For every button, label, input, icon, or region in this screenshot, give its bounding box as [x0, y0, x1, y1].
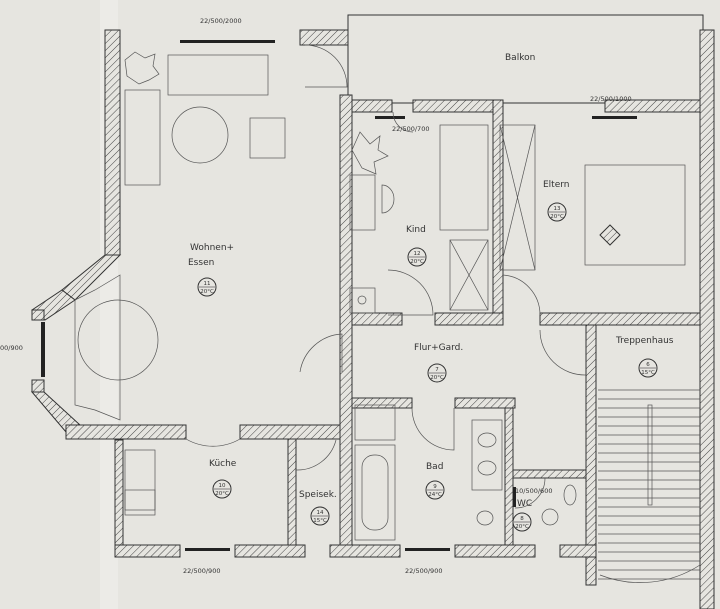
room-temperature: 15°C: [641, 370, 655, 376]
room-number: 13: [554, 206, 561, 212]
room-number: 10: [219, 483, 226, 489]
window-label: 22/500/1000: [590, 95, 632, 103]
window-label: 00/900: [0, 344, 23, 352]
room-label-bad: Bad: [426, 462, 443, 472]
room-temp-badge-flur: 7 20°C: [427, 363, 447, 383]
room-temp-badge-wohnen: 11 20°C: [197, 277, 217, 297]
doors: [185, 44, 587, 509]
room-number: 14: [317, 510, 324, 516]
room-temperature: 20°C: [430, 375, 444, 381]
room-label-kind: Kind: [406, 225, 426, 235]
badge-circle: [547, 202, 567, 222]
room-temperature: 15°C: [313, 518, 327, 524]
room-number: 12: [414, 251, 421, 257]
badge-circle: [638, 358, 658, 378]
badge-circle: [212, 479, 232, 499]
room-label-treppenhaus: Treppenhaus: [615, 336, 674, 346]
room-number: 11: [204, 281, 211, 287]
room-number: 9: [433, 484, 437, 490]
windows: [41, 40, 637, 551]
staircase: [598, 389, 700, 580]
room-label-flur: Flur+Gard.: [414, 343, 463, 353]
room-label-essen: Essen: [188, 258, 214, 268]
room-temperature: 20°C: [550, 214, 564, 220]
room-temperature: 20°C: [200, 289, 214, 295]
room-temp-badge-kind: 12 20°C: [407, 247, 427, 267]
badge-circle: [425, 480, 445, 500]
room-label-balkon: Balkon: [505, 53, 535, 63]
window-label: 22/500/900: [405, 567, 442, 575]
room-temp-badge-kueche: 10 20°C: [212, 479, 232, 499]
badge-circle: [427, 363, 447, 383]
temperature-badges: 11 20°C 12 20°C 13 20°C 7 20°C 6 15°C 10 20°C 14 15°C…: [197, 202, 658, 532]
window-label: 22/500/700: [392, 125, 429, 133]
room-temp-badge-wc: 8 20°C: [512, 512, 532, 532]
badge-circle: [197, 277, 217, 297]
room-label-wohnen: Wohnen+: [190, 243, 234, 253]
bay-seating: [74, 274, 159, 421]
badge-circle: [310, 506, 330, 526]
room-label-eltern: Eltern: [543, 180, 570, 190]
room-label-wc: WC: [517, 499, 532, 509]
room-temperature: 20°C: [215, 491, 229, 497]
room-temp-badge-eltern: 13 20°C: [547, 202, 567, 222]
window-label: 22/500/900: [183, 567, 220, 575]
window-label: 22/500/2000: [200, 17, 242, 25]
walls: [30, 29, 715, 609]
room-number: 8: [520, 516, 524, 522]
room-temperature: 20°C: [410, 259, 424, 265]
stair-handrail: [647, 404, 653, 506]
room-temp-badge-treppenhaus: 6 15°C: [638, 358, 658, 378]
room-label-kueche: Küche: [209, 459, 237, 469]
furniture: [124, 51, 686, 541]
room-temp-badge-speisek: 14 15°C: [310, 506, 330, 526]
room-temp-badge-bad: 9 24°C: [425, 480, 445, 500]
stair-curve: [599, 564, 701, 583]
badge-circle: [512, 512, 532, 532]
badge-circle: [407, 247, 427, 267]
room-number: 7: [435, 367, 439, 373]
window-label: 10/500/600: [515, 487, 552, 495]
room-temperature: 20°C: [515, 524, 529, 530]
room-number: 6: [646, 362, 650, 368]
room-temperature: 24°C: [428, 492, 442, 498]
room-label-speisek: Speisek.: [299, 490, 337, 500]
